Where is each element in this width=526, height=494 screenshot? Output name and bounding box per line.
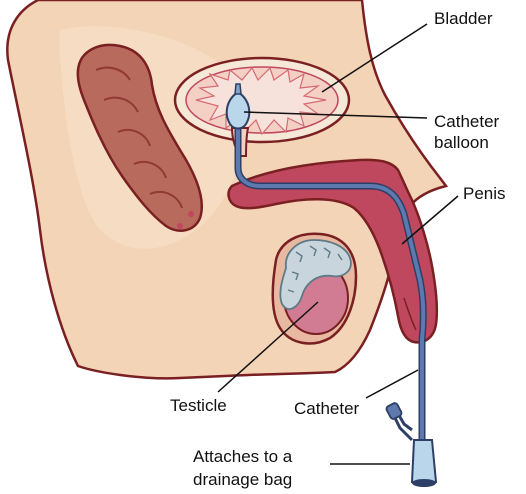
rectum-end-a [188,211,194,217]
catheter-connector [412,440,436,482]
label-testicle: Testicle [170,395,227,416]
leader-catheter [366,370,418,398]
label-catheter-balloon-line2: balloon [434,132,489,153]
label-bladder: Bladder [434,8,493,29]
catheter-tip [235,84,241,94]
label-penis: Penis [463,183,506,204]
label-drainage-line2: drainage bag [193,469,292,490]
catheter-connector-end [412,479,436,487]
label-drainage-line1: Attaches to a [193,446,292,467]
label-catheter-balloon-line1: Catheter [434,111,499,132]
rectum-end-b [177,223,183,229]
label-catheter: Catheter [294,398,359,419]
